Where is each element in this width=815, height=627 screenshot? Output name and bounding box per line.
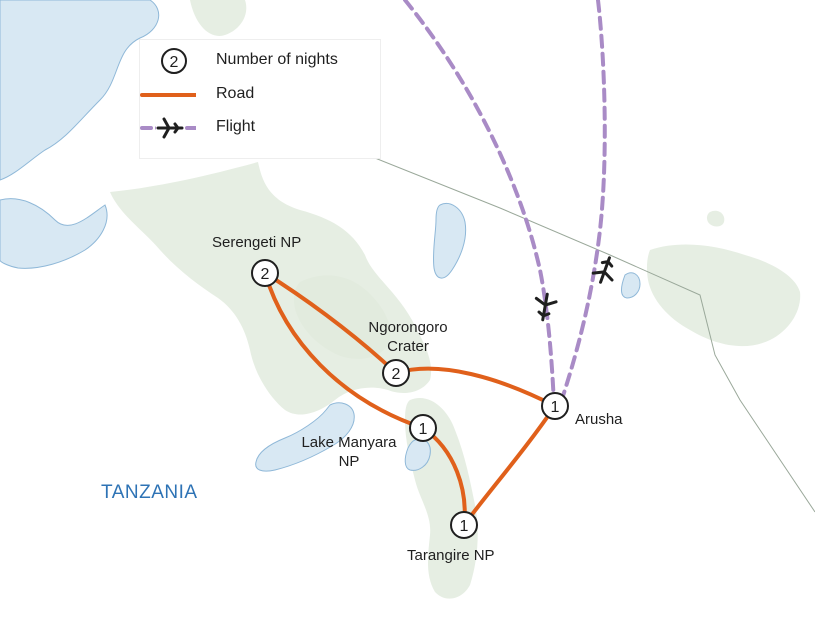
legend-nights-label: Number of nights <box>216 51 338 68</box>
road-tarangire-arusha <box>462 404 557 527</box>
country-label: TANZANIA <box>101 482 198 503</box>
airplane-icon <box>591 256 614 284</box>
land-patch-east-small <box>706 210 725 227</box>
ngorongoro-region <box>293 275 391 359</box>
land-patch-north <box>190 0 247 36</box>
label-arusha: Arusha <box>575 411 623 428</box>
lake-manyara <box>255 402 355 472</box>
label-manyara: Lake Manyara NP <box>290 433 408 471</box>
stop-marker-serengeti[interactable]: 2 <box>251 259 279 287</box>
stop-nights-serengeti: 2 <box>261 266 270 283</box>
road-serengeti-ngorongoro <box>263 271 398 375</box>
legend-row-nights: 2 Number of nights <box>140 46 380 76</box>
country-border <box>329 139 815 513</box>
stop-nights-tarangire: 1 <box>460 518 469 535</box>
road-serengeti-manyara <box>263 271 425 430</box>
flight-route-1 <box>403 0 556 407</box>
legend: 2 Number of nights Road Flight <box>140 40 380 158</box>
lake-east <box>621 272 641 299</box>
label-manyara-line2: NP <box>338 453 360 470</box>
road-ngorongoro-arusha <box>394 366 557 408</box>
land-patch-east <box>646 244 801 347</box>
road-line-icon <box>140 93 196 97</box>
legend-road-label: Road <box>216 85 255 102</box>
lake-small <box>404 438 431 471</box>
airplane-icon <box>156 117 184 139</box>
label-ngorongoro-line2: Crater <box>387 338 429 355</box>
stop-nights-manyara: 1 <box>419 421 428 438</box>
airplane-icon <box>534 292 558 322</box>
label-serengeti: Serengeti NP <box>212 234 302 251</box>
stop-marker-arusha[interactable]: 1 <box>541 392 569 420</box>
stop-marker-ngorongoro[interactable]: 2 <box>382 359 410 387</box>
number-circle-icon: 2 <box>161 48 187 74</box>
flight-line-icon <box>140 117 196 139</box>
label-tarangire: Tarangire NP <box>407 547 495 564</box>
label-ngorongoro: Ngorongoro Crater <box>360 318 456 356</box>
flight-route-2 <box>558 0 607 407</box>
legend-row-road: Road <box>140 80 380 110</box>
legend-row-flight: Flight <box>140 113 380 143</box>
legend-nights-symbol: 2 <box>170 54 179 71</box>
stop-nights-ngorongoro: 2 <box>392 366 401 383</box>
lake-victoria <box>0 0 160 269</box>
label-ngorongoro-line1: Ngorongoro <box>368 319 448 336</box>
stop-marker-manyara[interactable]: 1 <box>409 414 437 442</box>
label-manyara-line1: Lake Manyara <box>301 434 397 451</box>
stop-marker-tarangire[interactable]: 1 <box>450 511 478 539</box>
lake-eyasi <box>432 203 467 279</box>
legend-flight-label: Flight <box>216 118 256 135</box>
stop-nights-arusha: 1 <box>551 399 560 416</box>
